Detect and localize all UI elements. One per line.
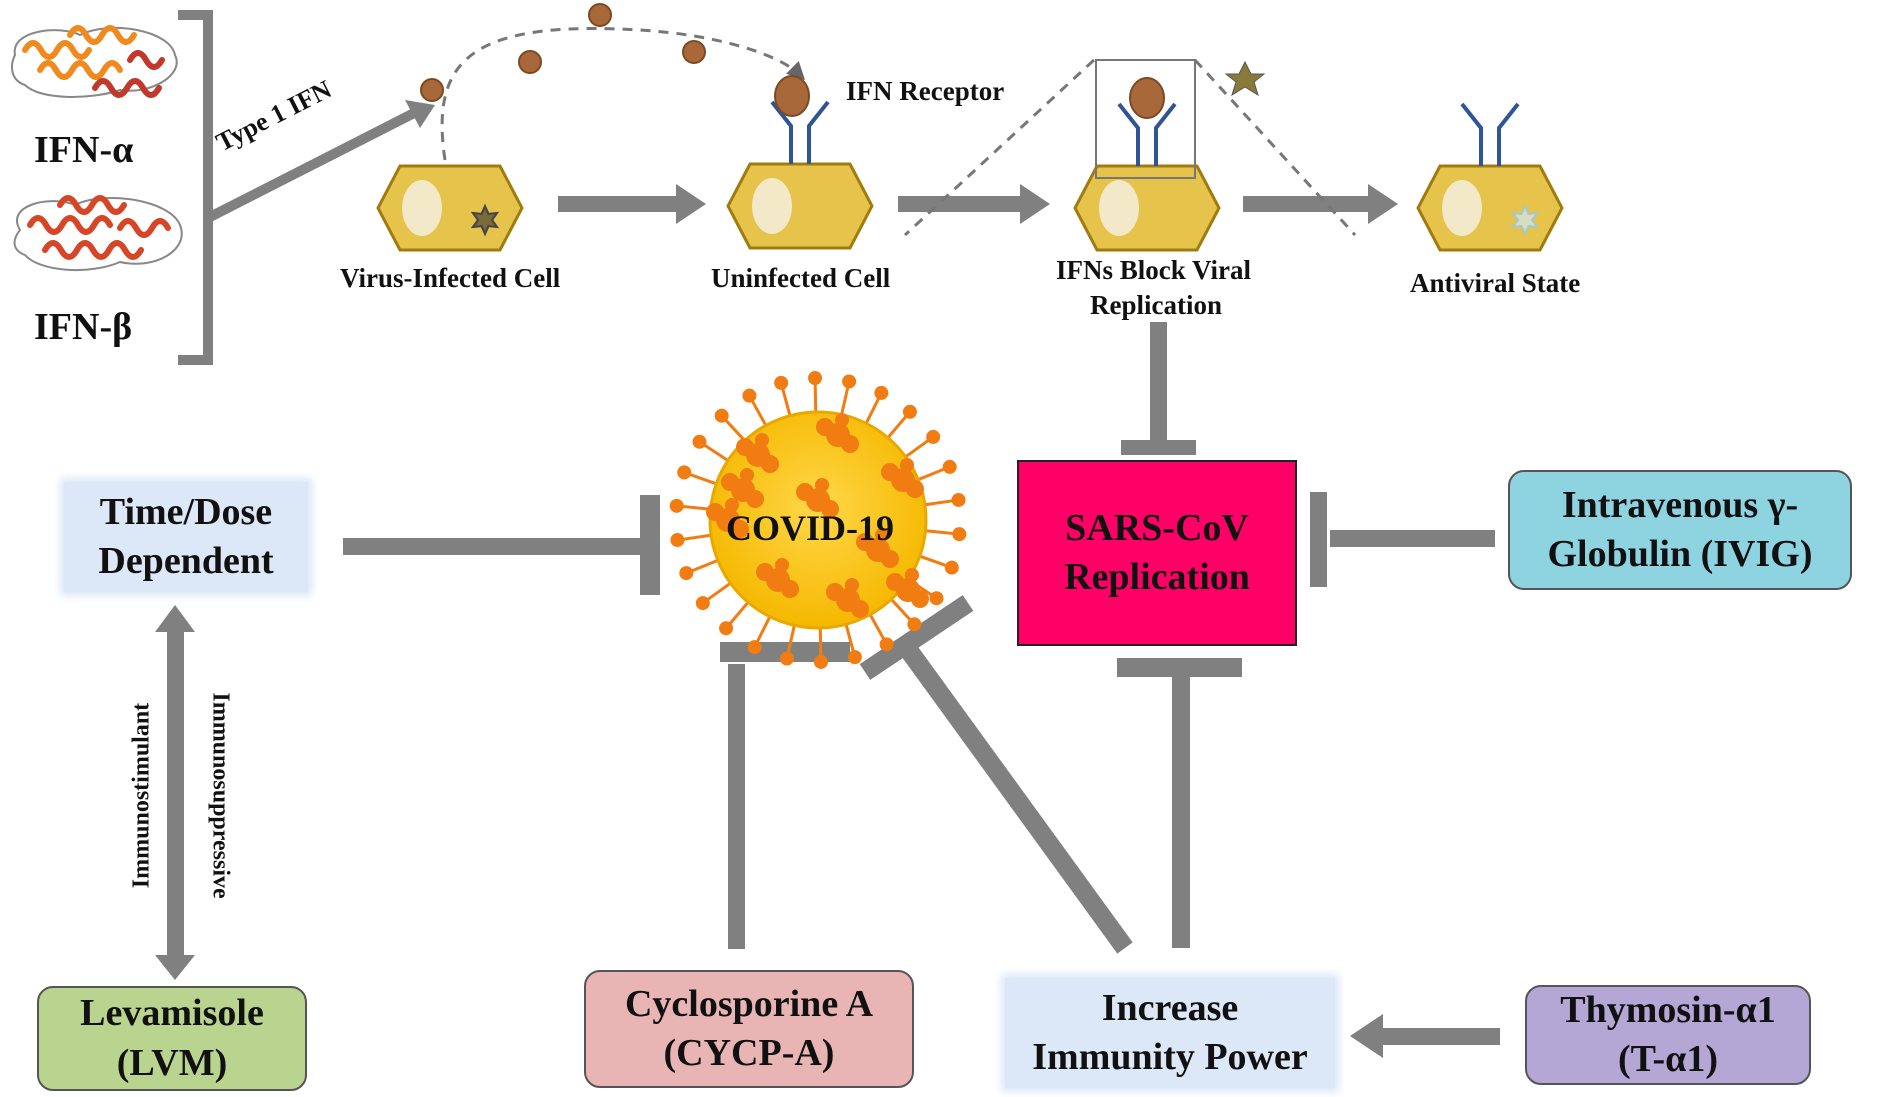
ivig-line2: Globulin (IVIG) [1547,533,1813,575]
thymosin-box: Thymosin-α1 (T-α1) [1525,985,1811,1085]
ifn-alpha-protein-icon [11,25,178,98]
antiviral-state-label: Antiviral State [1410,268,1581,298]
sars-cov-replication-box: SARS-CoV Replication [1017,460,1297,646]
covid19-virus-icon [669,371,967,669]
zoom-indicator [903,58,1357,237]
secretion-dashed-arc [440,27,806,161]
ifn-beta-label: IFN-β [34,306,133,348]
ifn-block-label-line2: Replication [1090,290,1222,320]
levamisole-line1: Levamisole [80,992,264,1035]
immunity-line2: Immunity Power [1032,1036,1308,1078]
immunity-to-covid-connector [859,595,1133,954]
uninfected-cell-icon [726,100,874,250]
covid19-label: COVID-19 [726,508,894,548]
time-dose-line1: Time/Dose [99,490,273,533]
virus-infected-cell-label: Virus-Infected Cell [340,263,561,293]
immunity-line1: Increase [1101,986,1239,1029]
blocked-interferon-particle [1129,77,1165,119]
bound-interferon-particle [774,75,810,117]
pathway-arrows [558,184,1398,224]
virus-infected-cell-icon [376,164,524,252]
cyclosporine-box: Cyclosporine A (CYCP-A) [584,970,914,1088]
ifn-bracket [178,10,423,365]
ifn-block-label-line1: IFNs Block Viral [1056,255,1252,285]
sars-line1: SARS-CoV [1065,506,1249,549]
sars-line2: Replication [1064,556,1250,598]
ifn-alpha-label: IFN-α [34,129,134,171]
cyclosporine-line2: (CYCP-A) [663,1032,835,1074]
uninfected-cell-label: Uninfected Cell [711,263,891,293]
ifn-beta-protein-icon [13,195,183,271]
ifn-receptor-label: IFN Receptor [846,76,1005,106]
type1-ifn-arrowhead [405,100,435,128]
ifn-blocked-cell-icon [1073,102,1221,252]
cells-group [376,75,1564,252]
levamisole-line2: (LVM) [116,1041,228,1084]
ivig-line1: Intravenous γ- [1561,483,1799,526]
time-dose-line2: Dependent [98,540,274,582]
thymosin-line2: (T-α1) [1617,1038,1718,1080]
cyclosporine-line1: Cyclosporine A [624,982,874,1025]
thymosin-line1: Thymosin-α1 [1560,988,1776,1031]
immunosuppressive-label: Immunosuppressive [207,692,234,899]
virus-star-icon [1224,60,1266,97]
antiviral-state-cell-icon [1416,102,1564,252]
ivig-box: Intravenous γ- Globulin (IVIG) [1508,470,1852,590]
levamisole-box: Levamisole (LVM) [37,986,307,1091]
immunostimulant-label: Immunostimulant [128,702,155,889]
interferon-particles [420,3,706,102]
